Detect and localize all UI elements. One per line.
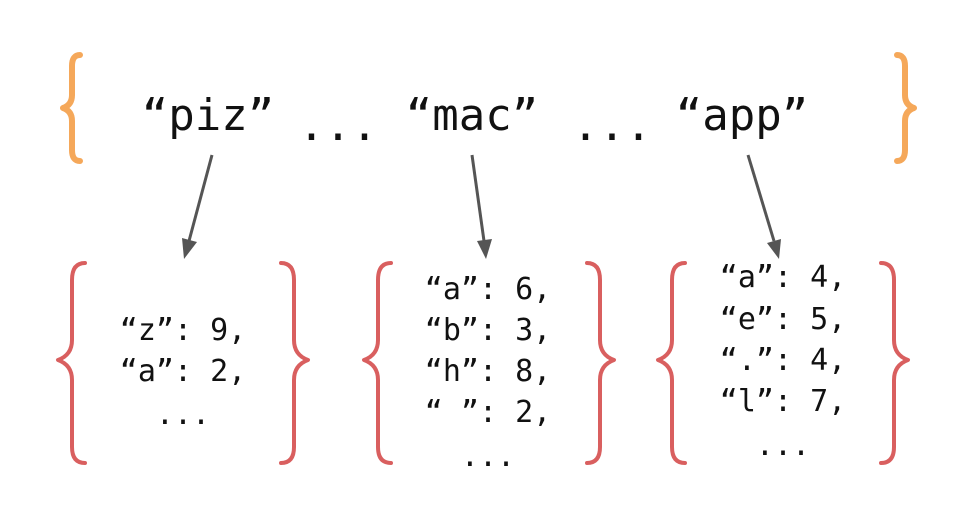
inner-map-mac-left-brace: [362, 261, 393, 465]
arrow-piz-head: [182, 238, 197, 259]
outer-separator-2: ...: [572, 100, 651, 151]
arrow-app: [746, 154, 776, 242]
outer-right-brace: [894, 52, 917, 164]
inner-map-app-left-brace: [656, 261, 687, 465]
arrow-app-head: [767, 239, 781, 259]
outer-separator-1: ...: [298, 100, 377, 151]
inner-map-mac: “a”: 6, “b”: 3, “h”: 8, “ ”: 2, ...: [362, 261, 616, 474]
inner-map-mac-entry: ...: [461, 439, 515, 474]
outer-key-mac: “mac”: [406, 90, 538, 141]
arrow-mac-head: [477, 239, 492, 259]
inner-map-mac-right-brace: [585, 261, 616, 465]
inner-map-mac-entry: “b”: 3,: [425, 313, 551, 348]
inner-map-mac-entry: “a”: 6,: [425, 272, 551, 307]
inner-map-piz-entry: ...: [156, 397, 210, 432]
inner-map-piz-right-brace: [279, 261, 310, 465]
inner-map-app: “a”: 4, “e”: 5, “.”: 4, “l”: 7, ...: [656, 260, 910, 465]
inner-map-piz: “z”: 9, “a”: 2, ...: [56, 261, 310, 465]
outer-key-piz: “piz”: [142, 90, 274, 141]
inner-map-piz-left-brace: [56, 261, 87, 465]
inner-map-mac-entry: “ ”: 2,: [425, 395, 551, 430]
inner-map-mac-entry: “h”: 8,: [425, 354, 551, 389]
arrow-piz: [187, 154, 214, 242]
inner-map-app-entry: “.”: 4,: [720, 343, 846, 378]
outer-key-app: “app”: [676, 90, 808, 141]
inner-map-app-entry: “a”: 4,: [720, 260, 846, 295]
inner-map-app-right-brace: [879, 261, 910, 465]
outer-left-brace: [60, 52, 83, 164]
arrow-mac: [470, 154, 486, 242]
inner-map-app-entry: “l”: 7,: [720, 384, 846, 419]
inner-map-piz-entry: “z”: 9,: [120, 313, 246, 348]
inner-map-piz-entry: “a”: 2,: [120, 354, 246, 389]
inner-map-app-entry: ...: [756, 428, 810, 463]
inner-map-app-entry: “e”: 5,: [720, 302, 846, 337]
